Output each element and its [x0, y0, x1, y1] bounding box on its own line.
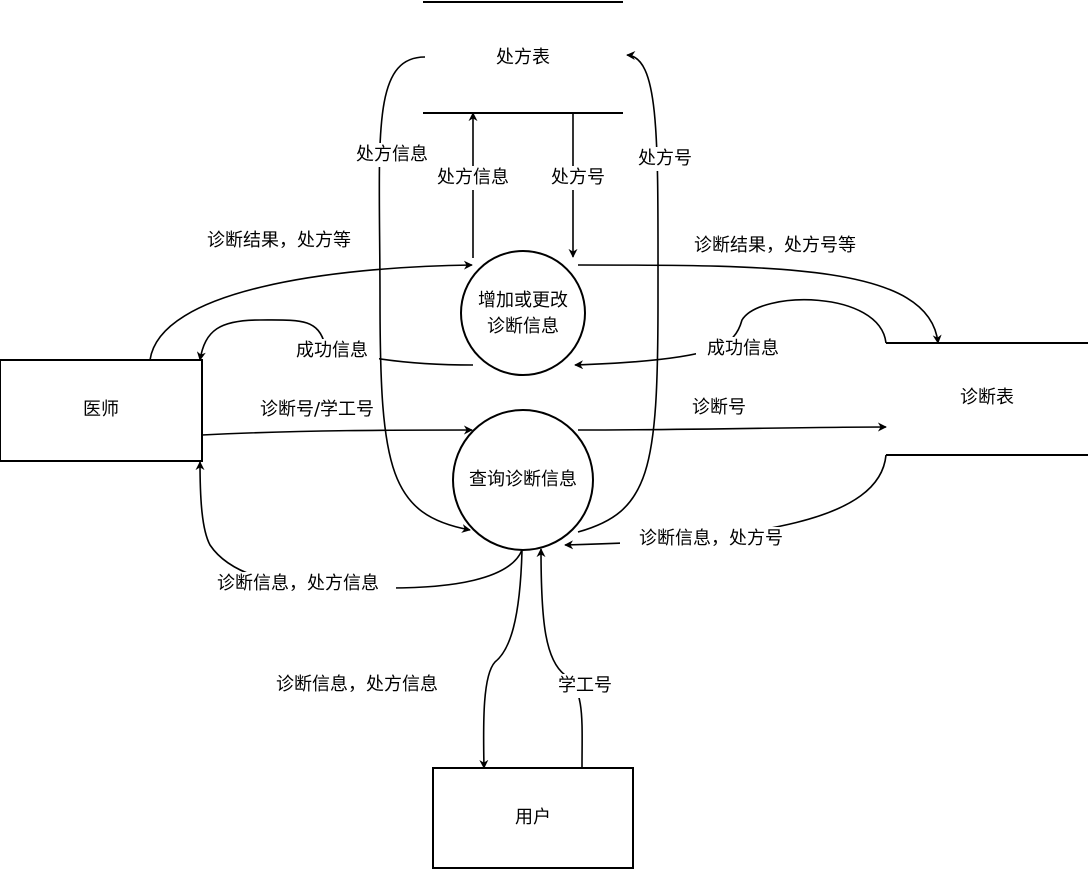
- label-presc-info-up: 处方信息: [437, 167, 509, 188]
- edge-edit-to-doctor-success: [196, 319, 474, 366]
- process-query-label: 查询诊断信息: [469, 469, 577, 490]
- label-diag-result-presc: 诊断结果，处方等: [207, 230, 351, 251]
- store-prescription-table-label: 处方表: [496, 47, 550, 68]
- edge-query-to-diag-table: [577, 422, 887, 432]
- entity-doctor[interactable]: [0, 359, 203, 462]
- process-edit-label-line1: 增加或更改: [478, 290, 568, 311]
- process-edit-diagnosis[interactable]: [460, 250, 586, 376]
- edge-doctor-to-edit: [149, 260, 473, 361]
- store-diagnosis-table[interactable]: [886, 342, 1088, 456]
- edge-presc-info-to-query: [378, 56, 471, 533]
- store-prescription-table[interactable]: [423, 1, 623, 114]
- label-staff-no: 学工号: [558, 675, 612, 696]
- edge-presc-no-query-to-table: [577, 51, 659, 533]
- label-diag-result-presc-no: 诊断结果，处方号等: [694, 235, 856, 256]
- entity-user-label: 用户: [515, 807, 551, 828]
- label-success-left: 成功信息: [296, 340, 368, 361]
- label-diag-info-presc-info-user: 诊断信息，处方信息: [276, 674, 438, 695]
- edge-user-to-query: [536, 548, 583, 769]
- label-success-right: 成功信息: [707, 338, 779, 359]
- label-presc-info-left: 处方信息: [356, 144, 428, 165]
- process-query-diagnosis[interactable]: [452, 409, 594, 551]
- edge-doctor-to-query: [201, 425, 473, 436]
- entity-user[interactable]: [432, 767, 634, 869]
- label-presc-no-down: 处方号: [551, 167, 605, 188]
- label-presc-no-right: 处方号: [638, 148, 692, 169]
- label-diag-info-presc-no: 诊断信息，处方号: [639, 528, 783, 549]
- label-diag-no-staff-no: 诊断号/学工号: [260, 399, 374, 420]
- edge-query-to-user: [479, 550, 523, 769]
- edge-diag-table-to-edit-success: [574, 299, 887, 370]
- label-diag-no: 诊断号: [692, 397, 746, 418]
- edge-edit-to-diag-table: [577, 264, 942, 344]
- process-edit-label-line2: 诊断信息: [487, 316, 559, 337]
- label-diag-info-presc-info-doctor: 诊断信息，处方信息: [217, 573, 379, 594]
- store-diagnosis-table-label: 诊断表: [960, 387, 1014, 408]
- entity-doctor-label: 医师: [83, 399, 119, 420]
